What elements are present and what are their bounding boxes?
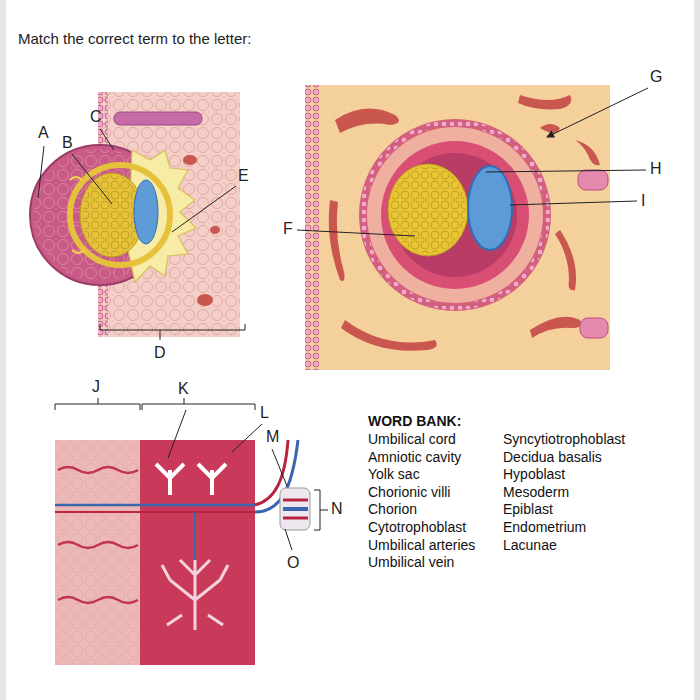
word-bank-term: Umbilical cord [368, 431, 456, 447]
word-bank-term: Syncytiotrophoblast [503, 431, 625, 447]
word-bank-term: Chorion [368, 501, 417, 517]
word-bank-term: Amniotic cavity [368, 449, 461, 465]
word-bank-term: Yolk sac [368, 466, 420, 482]
callout-letter: H [650, 160, 662, 178]
word-bank-term: Cytotrophoblast [368, 519, 466, 535]
callout-letter: G [650, 68, 662, 86]
callout-letter: I [641, 192, 645, 210]
callout-letter: O [287, 554, 299, 572]
callout-letter: N [331, 500, 343, 518]
callout-letter: J [92, 378, 100, 396]
callout-letter: K [178, 380, 189, 398]
callout-letter: A [38, 124, 49, 142]
callout-letter: B [62, 134, 73, 152]
leader-lines [297, 88, 648, 236]
callout-letter: L [260, 404, 269, 422]
word-bank-term: Umbilical arteries [368, 537, 475, 553]
word-bank-term: Umbilical vein [368, 554, 454, 570]
callout-letter: D [154, 344, 166, 362]
word-bank-term: Decidua basalis [503, 449, 602, 465]
implantation-figure [30, 92, 240, 337]
question-title: Match the correct term to the letter: [18, 30, 251, 47]
callout-letter: E [238, 167, 249, 185]
leader-lines [38, 129, 245, 340]
lacunae-figure [305, 85, 610, 370]
placenta-figure [55, 440, 310, 665]
word-bank-term: Epiblast [503, 501, 553, 517]
word-bank-term: Chorionic villi [368, 484, 450, 500]
callout-letter: C [90, 108, 102, 126]
leader-lines [55, 398, 328, 550]
word-bank-heading: WORD BANK: [368, 413, 461, 429]
word-bank-term: Endometrium [503, 519, 586, 535]
word-bank-term: Hypoblast [503, 466, 565, 482]
callout-letter: M [266, 428, 279, 446]
callout-letter: F [283, 220, 293, 238]
word-bank-term: Mesoderm [503, 484, 569, 500]
word-bank-term: Lacunae [503, 537, 557, 553]
